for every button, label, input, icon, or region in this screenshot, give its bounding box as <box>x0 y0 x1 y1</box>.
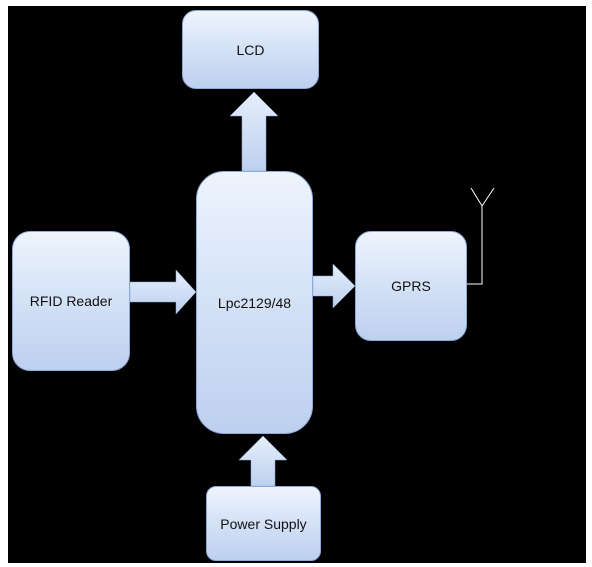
power-supply-label: Power Supply <box>220 515 307 532</box>
power-supply-block: Power Supply <box>206 486 321 561</box>
rfid-reader-block: RFID Reader <box>12 231 130 371</box>
diagram-canvas: LCD Lpc2129/48 RFID Reader GPRS Power Su… <box>8 6 586 563</box>
microcontroller-label: Lpc2129/48 <box>217 294 292 311</box>
arrow-mcu-to-lcd <box>229 91 279 172</box>
microcontroller-block: Lpc2129/48 <box>196 171 313 434</box>
arrow-mcu-to-gprs <box>312 263 356 309</box>
antenna-icon <box>467 187 495 285</box>
arrow-power-to-mcu <box>238 435 288 487</box>
lcd-label: LCD <box>236 41 265 58</box>
lcd-block: LCD <box>182 10 319 89</box>
rfid-reader-label: RFID Reader <box>29 293 113 309</box>
diagram-arrows <box>129 91 495 487</box>
arrow-rfid-to-mcu <box>129 269 197 315</box>
gprs-label: GPRS <box>391 278 431 294</box>
gprs-block: GPRS <box>355 231 467 341</box>
